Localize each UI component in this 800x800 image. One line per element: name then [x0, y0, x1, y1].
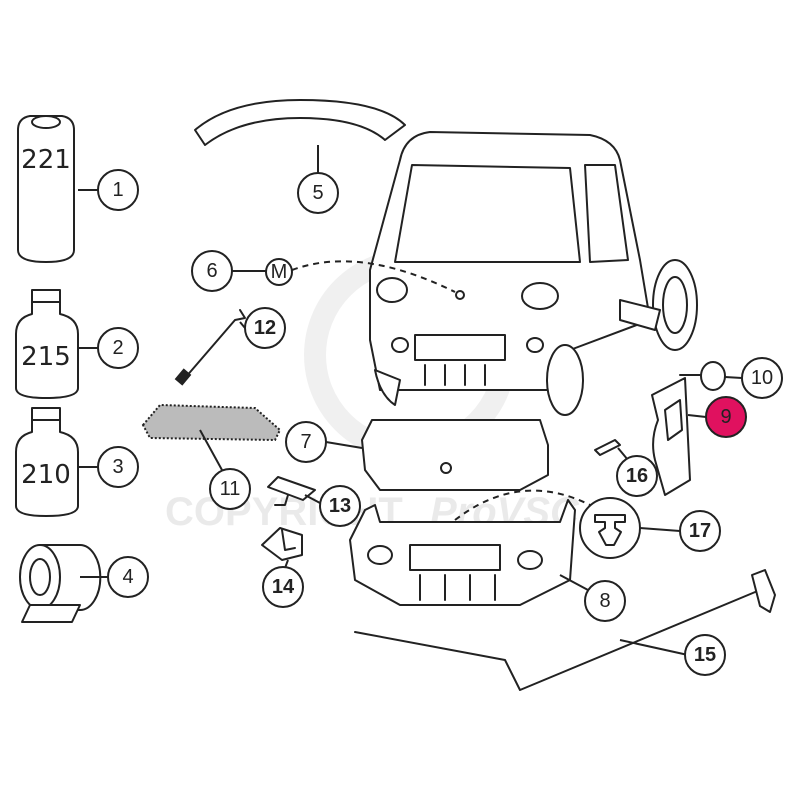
callout-number: 7 [300, 431, 311, 453]
part-12-prop-rod [174, 309, 246, 386]
callout-6: 6 [191, 250, 233, 292]
callout-14: 14 [262, 566, 304, 608]
callout-number: 3 [112, 456, 123, 478]
callout-16: 16 [616, 455, 658, 497]
callout-number: 13 [329, 495, 351, 517]
callout-number: 12 [254, 317, 276, 339]
part-8-front-bumper [349, 499, 576, 606]
part-9-side-panel [651, 377, 691, 496]
callout-11: 11 [209, 468, 251, 510]
callout-number: 8 [599, 590, 610, 612]
callout-13: 13 [319, 485, 361, 527]
callout-4: 4 [107, 556, 149, 598]
callout-number: 4 [122, 566, 133, 588]
part-4-tape-roll [19, 544, 102, 623]
callout-number: 11 [220, 478, 241, 500]
callout-number: 14 [272, 576, 295, 598]
callout-number: 17 [689, 520, 711, 542]
callout-9-highlighted[interactable]: 9 [705, 396, 747, 438]
part-16-clip [594, 439, 621, 456]
part-6-logo-badge: M [265, 258, 293, 286]
callout-2: 2 [97, 327, 139, 369]
callout-number: 15 [694, 644, 716, 666]
callout-number: 9 [720, 406, 731, 428]
vehicle-body [369, 131, 698, 416]
leader-lines [78, 145, 743, 656]
part-2-bottle: 215 [15, 289, 79, 399]
logo-badge-letter: M [271, 261, 288, 283]
part-13-bracket [267, 476, 316, 506]
container-label: 215 [21, 342, 71, 372]
callout-15: 15 [684, 634, 726, 676]
callout-10: 10 [741, 357, 783, 399]
part-14-latch [261, 527, 303, 561]
callout-number: 16 [626, 465, 648, 487]
part-5-roof [194, 99, 406, 146]
callout-number: 2 [112, 337, 123, 359]
container-label: 221 [21, 145, 71, 175]
part-10-knob [679, 361, 726, 391]
callout-number: 5 [312, 182, 323, 204]
callout-7: 7 [285, 421, 327, 463]
callout-12: 12 [244, 307, 286, 349]
callout-3: 3 [97, 446, 139, 488]
callout-number: 10 [751, 367, 773, 389]
callout-1: 1 [97, 169, 139, 211]
callout-number: 1 [112, 179, 123, 201]
part-11-insulation-pad [141, 403, 282, 442]
container-label: 210 [21, 460, 71, 490]
part-17-push-clip [579, 497, 641, 559]
part-1-can: 221 [17, 115, 75, 263]
callout-5: 5 [297, 172, 339, 214]
part-3-bottle: 210 [15, 407, 79, 517]
callout-number: 6 [206, 260, 217, 282]
callout-17: 17 [679, 510, 721, 552]
part-7-bonnet [361, 419, 549, 491]
callout-8: 8 [584, 580, 626, 622]
part-15-cable [354, 569, 776, 691]
